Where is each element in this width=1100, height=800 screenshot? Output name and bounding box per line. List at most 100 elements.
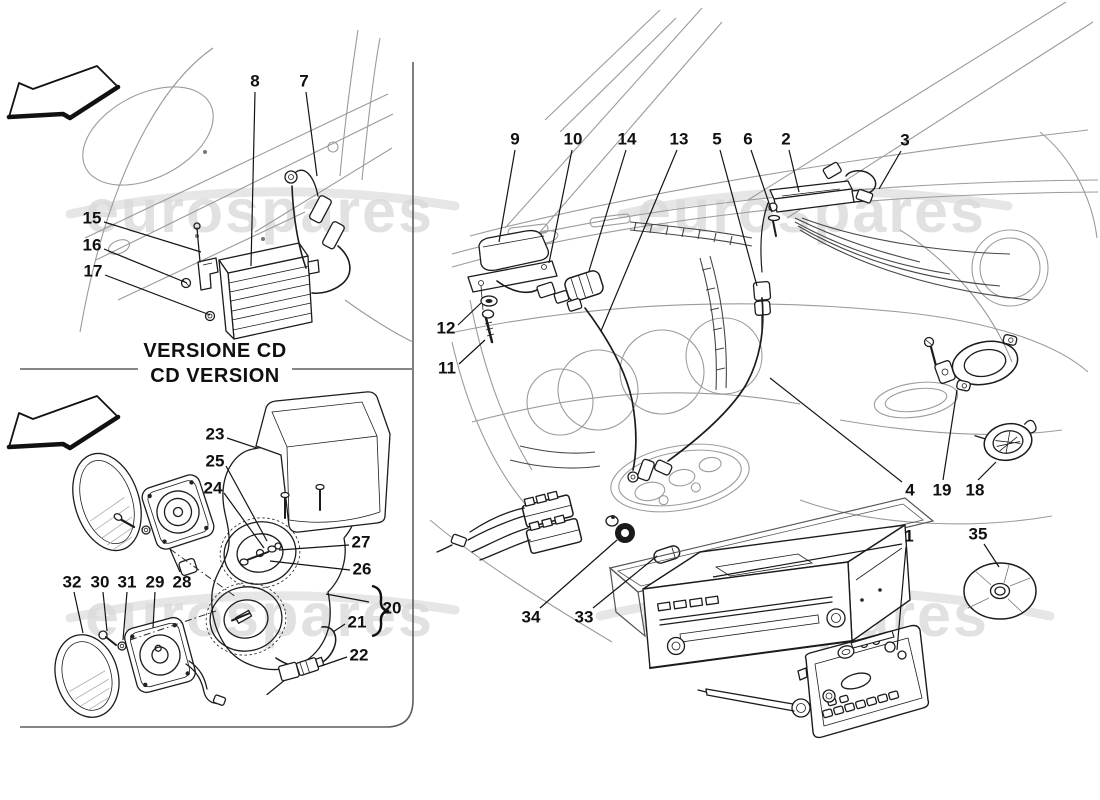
nut-24: [274, 542, 282, 550]
diagram-line: [469, 129, 1089, 237]
diagram-line: [855, 188, 874, 204]
diagram-line: [653, 459, 673, 476]
diagram-line: [266, 679, 285, 696]
diagram-line: [141, 474, 215, 550]
diagram-line: [701, 267, 726, 371]
diagram-line: [229, 274, 311, 293]
diagram-line: [223, 521, 297, 585]
callout-8: 8: [250, 72, 259, 91]
diagram-line: [8, 65, 119, 119]
diagram-line: [80, 688, 110, 707]
diagram-line: [469, 299, 533, 471]
diagram-line: [610, 443, 750, 513]
diagram-line: [130, 634, 135, 639]
nut-17: [204, 310, 216, 322]
diagram-line: [196, 227, 201, 263]
callout-24: 24: [204, 479, 223, 498]
diagram-line: [286, 446, 290, 521]
diagram-line: [143, 527, 149, 533]
diagram-line: [609, 566, 646, 638]
diagram-line: [525, 514, 583, 555]
diagram-line: [82, 86, 214, 186]
diagram-line: [649, 640, 853, 669]
diagram-line: [376, 435, 381, 513]
callout-19: 19: [933, 481, 952, 500]
diagram-line: [570, 278, 579, 300]
diagram-line: [839, 694, 849, 704]
diagram-line: [825, 692, 833, 700]
callout-31: 31: [118, 573, 137, 592]
diagram-line: [207, 313, 213, 319]
tweeter-speaker-18: [974, 419, 1037, 462]
diagram-line: [261, 237, 265, 241]
cd-changer-cable: [284, 169, 351, 295]
nut-31-upper: [141, 525, 151, 535]
diagram-line: [143, 682, 148, 688]
diagram-line: [873, 381, 959, 419]
leader-line-9: [498, 149, 516, 243]
diagram-line: [557, 349, 639, 431]
diagram-line: [656, 601, 672, 612]
diagram-line: [315, 483, 325, 491]
leader-line-5: [719, 149, 758, 287]
callout-11: 11: [438, 359, 456, 378]
diagram-line: [772, 220, 777, 237]
leader-line-31: [122, 591, 128, 641]
leader-line-28: [169, 548, 181, 573]
diagram-line: [509, 459, 601, 469]
diagram-line: [541, 264, 547, 270]
diagram-line: [873, 381, 959, 419]
diagram-line: [658, 495, 669, 506]
diagram-line: [697, 688, 708, 696]
diagram-line: [429, 519, 613, 643]
diagram-line: [541, 517, 553, 528]
diagram-line: [236, 533, 284, 573]
diagram-line: [951, 334, 1019, 392]
callout-10: 10: [564, 130, 583, 149]
diagram-line: [877, 693, 889, 704]
diagram-line: [205, 582, 287, 656]
diagram-line: [232, 312, 313, 331]
diagram-line: [1008, 337, 1014, 343]
diagram-line: [231, 612, 251, 622]
callout-1: 1: [904, 527, 913, 546]
diagram-line: [633, 221, 733, 246]
diagram-line: [185, 663, 219, 704]
diagram-line: [878, 588, 882, 592]
diagram-line: [218, 259, 235, 340]
diagram-line: [961, 383, 967, 389]
diagram-line: [327, 141, 339, 153]
diagram-line: [528, 529, 580, 543]
speaker-grille-upper: [72, 452, 142, 552]
diagram-line: [963, 562, 1037, 620]
diagram-line: [566, 297, 583, 312]
diagram-line: [471, 392, 801, 423]
version-label-italian: VERSIONE CD: [143, 340, 286, 362]
diagram-line: [54, 634, 120, 718]
leader-line-17: [104, 274, 211, 316]
diagram-line: [714, 553, 814, 577]
diagram-line: [61, 641, 113, 711]
callout-33: 33: [575, 608, 594, 627]
diagram-line: [929, 345, 938, 368]
diagram-line: [482, 235, 545, 248]
callout-2: 2: [781, 130, 790, 149]
diagram-line: [963, 348, 1007, 378]
diagram-line: [88, 697, 109, 711]
leader-line-3: [878, 150, 902, 190]
diagram-line: [671, 641, 681, 651]
callout-16: 16: [83, 236, 102, 255]
diagram-line: [228, 265, 310, 284]
diagram-line: [956, 379, 971, 392]
diagram-line: [291, 185, 307, 269]
diagram-line: [971, 229, 1049, 307]
leader-line-24: [223, 492, 265, 549]
diagram-line: [760, 202, 769, 273]
diagram-line: [189, 480, 194, 485]
leader-line-2: [788, 149, 800, 193]
diagram-line: [994, 586, 1006, 596]
callout-26: 26: [353, 560, 372, 579]
diagram-line: [767, 214, 781, 222]
callout-30: 30: [91, 573, 110, 592]
diagram-line: [162, 539, 167, 544]
